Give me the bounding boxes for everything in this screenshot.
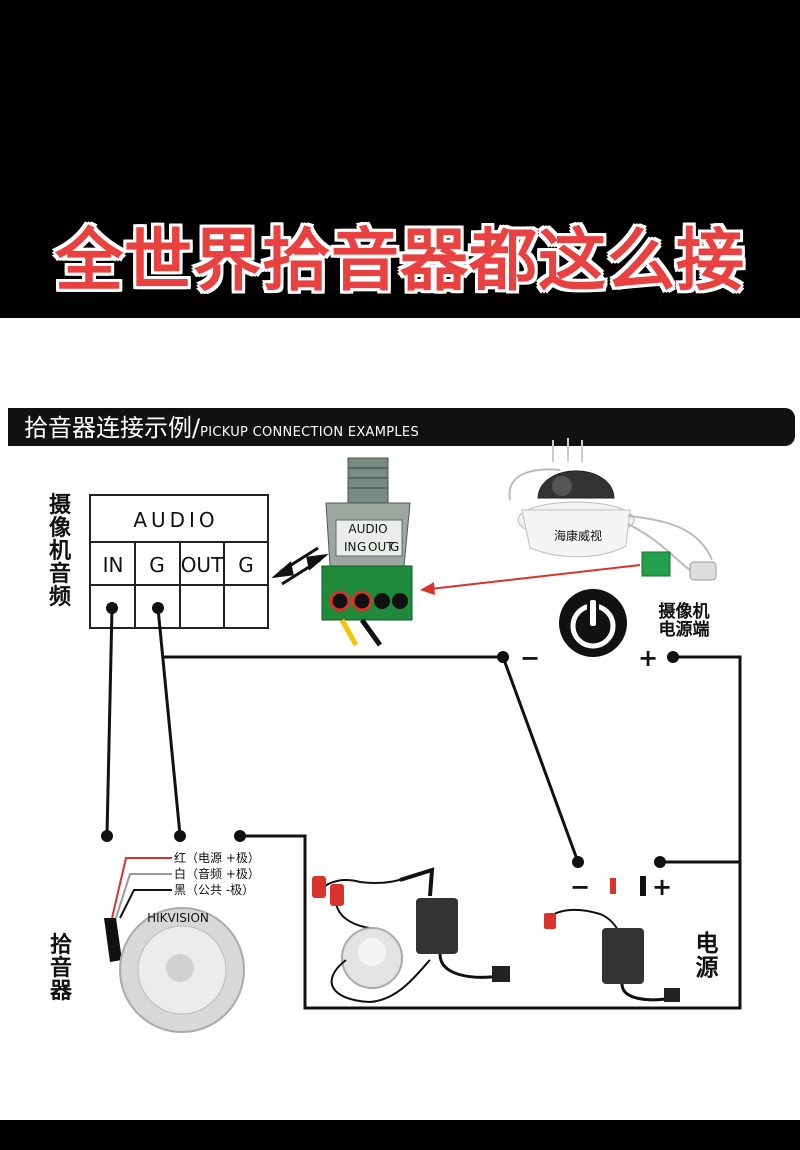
red-arrow-icon [420,564,641,595]
bottom-band [0,1120,800,1150]
swap-arrow-icon [271,546,329,586]
connector-pin-out: OUT [368,540,394,554]
connector-pin-in: IN [344,540,357,554]
junction-dots [101,602,679,868]
audio-col-in: IN [103,553,124,577]
camera-brand: 海康威视 [554,528,602,543]
power-plus: + [652,873,672,901]
wire-white-label: 白（音频 +极） [174,866,260,881]
camera-audio-label: 摄像机音频 [48,493,71,611]
audio-col-g2: G [238,553,254,577]
section-title: 拾音器连接示例/PICKUP CONNECTION EXAMPLES [24,413,419,448]
camera-power-label: 摄像机 电源端 [658,602,710,640]
wire-black-label: 黑（公共 -极） [174,883,254,897]
pickup-with-adapter [312,867,510,1004]
audio-connector: AUDIO IN G OUT G [321,457,413,647]
audio-header: AUDIO [133,508,218,532]
connector-label: AUDIO [348,522,387,536]
dome-camera: 海康威视 [508,438,717,581]
section-bar [8,408,795,446]
power-icon [559,589,627,657]
audio-table [89,494,269,629]
pickup-device: HIKVISION [104,907,245,1033]
wire-red-label: 红（电源 +极） [174,850,260,865]
audio-col-out: OUT [181,553,224,577]
connector-pin-g2: G [390,540,399,554]
section-title-cn: 拾音器连接示例/ [24,414,201,442]
power-label: 电源 [695,931,719,982]
top-band [0,0,800,318]
pickup-label: 拾音器 [49,933,72,1005]
power-adapter: − + [544,873,680,1002]
headline: 全世界拾音器都这么接 [54,222,745,301]
camera-power-plus: + [638,644,658,672]
connector-pin-g1: G [357,540,366,554]
pickup-brand: HIKVISION [147,911,209,925]
camera-power-minus: − [520,644,540,672]
audio-col-g1: G [149,553,165,577]
pickup-wire-leaders [111,857,172,919]
wires [105,607,742,1010]
section-title-en: PICKUP CONNECTION EXAMPLES [200,425,419,440]
power-minus: − [570,873,590,901]
